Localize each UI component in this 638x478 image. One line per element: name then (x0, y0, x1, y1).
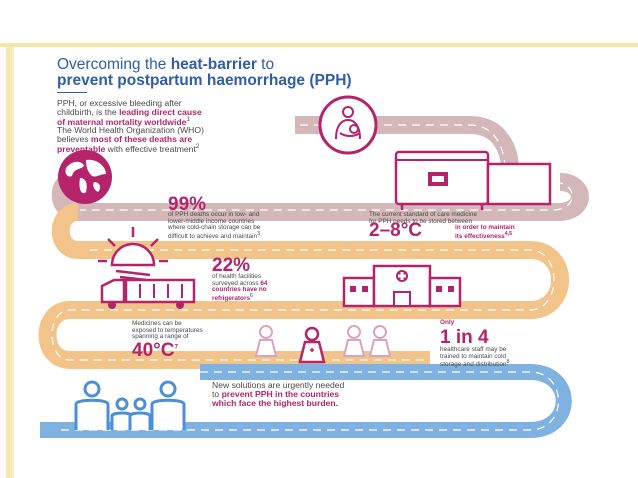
closing-text: New solutions are urgently needed to pre… (212, 380, 345, 409)
slide-left-rule-light (12, 47, 14, 478)
intro-paragraph-1: PPH, or excessive bleeding after childbi… (57, 98, 202, 127)
stat-22-value: 22% (212, 255, 251, 276)
stat-cold-value: 2–8°C (369, 220, 423, 241)
hospital-icon (342, 264, 462, 308)
stat-40-text: Medicines can be exposed to temperatures… (132, 320, 203, 341)
refrigerator-icon (394, 150, 552, 210)
nurse-icon (254, 325, 392, 364)
family-icon (74, 380, 186, 430)
stat-99-value: 99% (168, 194, 207, 215)
title-line-2: prevent postpartum haemorrhage (PPH) (57, 72, 352, 89)
mother-baby-icon (318, 95, 378, 155)
slide-top-rule (0, 43, 638, 47)
stat-22-text: of health facilities surveyed across 64 … (212, 273, 268, 303)
globe-icon (58, 150, 112, 204)
stat-1in4-only: Only (440, 319, 455, 326)
truck-icon (100, 278, 196, 309)
slide-left-rule (6, 47, 12, 478)
road-orange-1 (38, 203, 569, 369)
title-line-1: Overcoming the heat-barrier to (57, 56, 275, 73)
sun-icon (98, 227, 168, 282)
stat-1in4-text: healthcare staff may be trained to maint… (440, 346, 510, 369)
stat-99-text: of PPH deaths occur in low- and lower-mi… (168, 211, 261, 241)
title-divider (57, 92, 87, 93)
intro-paragraph-2: The World Health Organization (WHO) beli… (57, 125, 204, 154)
stat-cold-emphasis: in order to maintain its effectiveness4,… (455, 224, 515, 240)
stat-cold-text: The current standard of care medicine fo… (369, 211, 477, 225)
stat-40-value: 40°C7 (132, 340, 179, 361)
stat-1in4-value: 1 in 4 (440, 327, 489, 348)
